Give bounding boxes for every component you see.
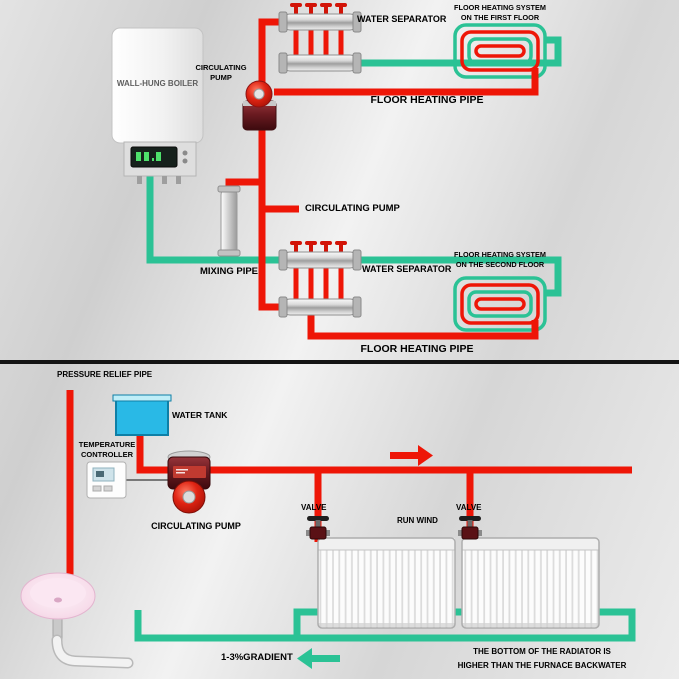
- pressure-relief-pipe-label: PRESSURE RELIEF PIPE: [57, 370, 153, 379]
- boiler-label: WALL-HUNG BOILER: [116, 79, 199, 88]
- radiator-return-main: [134, 608, 636, 642]
- coil2-supply-inner: [474, 297, 526, 311]
- gradient-label: 1-3%GRADIENT: [221, 652, 293, 663]
- radiator1-return-stub: [293, 608, 322, 638]
- radiator-note-label: THE BOTTOM OF THE RADIATOR IS HIGHER THA…: [457, 647, 627, 671]
- separator1-stubs: [293, 28, 344, 57]
- first-floor-supply-pipe: [274, 68, 539, 96]
- separator2-stubs: [293, 266, 344, 301]
- valve-right-label: VALVE: [456, 503, 482, 512]
- pump-down-pipe: [258, 126, 287, 311]
- wall-hung-boiler-icon: [111, 27, 204, 184]
- valve-left-icon: [306, 516, 330, 540]
- second-floor-system-label: FLOOR HEATING SYSTEM ON THE SECOND FLOOR: [454, 250, 546, 269]
- flow-arrow-right-icon: [390, 445, 433, 466]
- drain-basin-icon: [20, 572, 134, 669]
- coil1-supply-outer: [460, 30, 540, 72]
- coil2-outer-loop: [453, 276, 547, 332]
- floor-heating-pipe-first-label: FLOOR HEATING PIPE: [370, 94, 484, 106]
- first-floor-system-label: FLOOR HEATING SYSTEM ON THE FIRST FLOOR: [454, 3, 546, 22]
- temperature-controller-label: TEMPERATURE CONTROLLER: [78, 440, 136, 459]
- circulating-pump-bottom-icon: [167, 450, 211, 514]
- controller-button: [103, 485, 113, 492]
- water-tank-label: WATER TANK: [172, 410, 228, 420]
- water-tank-icon: [112, 394, 172, 436]
- radiator-left-icon: [317, 537, 456, 629]
- second-floor-supply-pipe: [307, 314, 539, 340]
- circulating-pump-top-label: CIRCULATING PUMP: [195, 63, 247, 82]
- circulating-pump-bottom-label: CIRCULATING PUMP: [151, 521, 241, 531]
- circulating-pump-top-icon: [242, 80, 277, 131]
- valve-left-label: VALVE: [301, 503, 327, 512]
- boiler-display: [130, 146, 178, 168]
- coil1-outer-loop: [453, 23, 547, 79]
- circulating-pump-mid-label: CIRCULATING PUMP: [305, 203, 400, 214]
- valve-right-icon: [458, 516, 482, 540]
- coil1-inner-loop: [467, 37, 533, 65]
- coil2-inner-loop: [467, 290, 533, 318]
- water-separator-first-label: WATER SEPARATOR: [357, 14, 447, 24]
- radiator-drop-pipes: [314, 470, 474, 542]
- mixing-pipe-icon: [217, 185, 241, 257]
- coil1-supply-inner: [474, 44, 526, 58]
- coil2-supply-outer: [460, 283, 540, 325]
- water-separator-second-label: WATER SEPARATOR: [362, 264, 452, 274]
- run-wind-label: RUN WIND: [397, 516, 438, 525]
- section-divider: [0, 360, 679, 364]
- water-separator-first-icon: [278, 3, 362, 74]
- water-separator-second-icon: [278, 241, 362, 318]
- boiler-button: [182, 158, 188, 164]
- boiler-return-pipe: [146, 176, 562, 297]
- controller-button: [92, 485, 102, 492]
- flow-arrow-left-icon: [297, 648, 340, 669]
- temperature-controller-icon: [86, 461, 168, 499]
- hot-water-pipes: [66, 18, 632, 578]
- radiator-right-icon: [461, 537, 600, 629]
- floor-heating-pipe-second-label: FLOOR HEATING PIPE: [360, 343, 474, 355]
- radiator-supply-main: [136, 433, 632, 474]
- mixing-pipe-label: MIXING PIPE: [199, 266, 259, 277]
- boiler-button: [182, 150, 188, 156]
